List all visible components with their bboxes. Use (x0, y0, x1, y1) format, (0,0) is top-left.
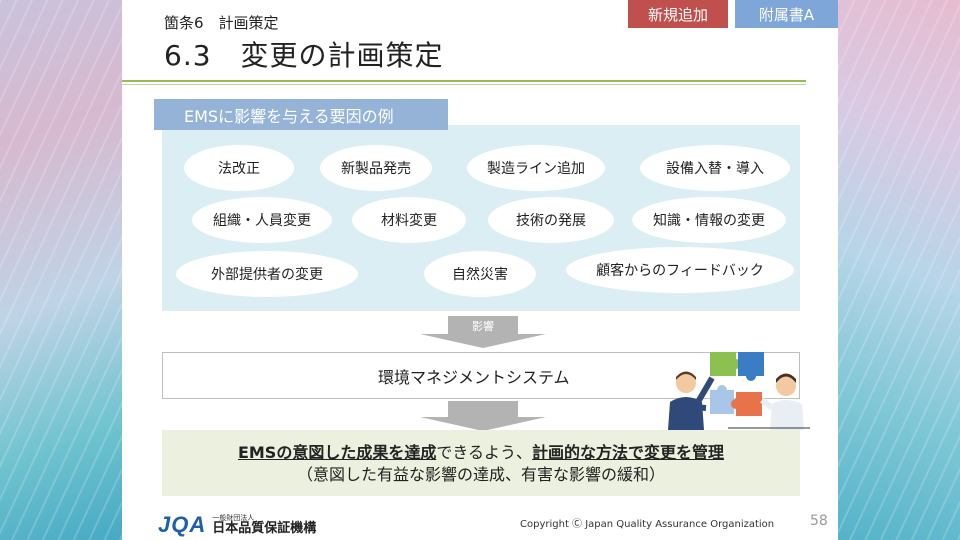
result-box: EMSの意図した成果を達成できるよう、計画的な方法で変更を管理 （意図した有益な… (162, 430, 800, 496)
factors-panel: 法改正 新製品発売 製造ライン追加 設備入替・導入 組織・人員変更 材料変更 技… (162, 125, 800, 311)
ems-label: 環境マネジメントシステム (378, 367, 570, 387)
page-title: 6.3 変更の計画策定 (164, 39, 444, 72)
copyright-text: Copyright Ⓒ Japan Quality Assurance Orga… (520, 519, 775, 530)
result-line-1: EMSの意図した成果を達成できるよう、計画的な方法で変更を管理 (162, 442, 800, 464)
result-arrow (420, 401, 546, 431)
factors-label: EMSに影響を与える要因の例 (154, 99, 448, 130)
factor-item: 新製品発売 (320, 145, 432, 191)
factor-item: 顧客からのフィードバック (566, 247, 794, 293)
logo-mark: JQA (158, 512, 207, 537)
factor-item: 製造ライン追加 (467, 145, 605, 191)
influence-arrow: 影響 (420, 316, 546, 350)
result-emphasis-2: 計画的な方法で変更を管理 (532, 443, 725, 462)
influence-arrow-label: 影響 (472, 320, 494, 333)
result-line-2: （意図した有益な影響の達成、有害な影響の緩和） (296, 465, 665, 484)
factor-item: 材料変更 (352, 197, 466, 243)
section-subtitle: 箇条6 計画策定 (164, 14, 279, 32)
factor-item: 技術の発展 (488, 197, 614, 243)
factor-item: 組織・人員変更 (192, 197, 332, 243)
tag-new-addition: 新規追加 (628, 0, 728, 28)
slide: 新規追加 附属書A 箇条6 計画策定 6.3 変更の計画策定 法改正 新製品発売… (122, 0, 838, 540)
tag-appendix: 附属書A (735, 0, 838, 28)
factor-item: 外部提供者の変更 (176, 251, 358, 297)
background-left-decoration (0, 0, 122, 540)
background-right-decoration (838, 0, 960, 540)
title-divider (122, 80, 806, 85)
org-name: 日本品質保証機構 (212, 521, 317, 536)
jqa-logo: JQA 一般財団法人 日本品質保証機構 (158, 512, 316, 538)
result-text-middle: できるよう、 (436, 443, 533, 462)
puzzle-people-illustration (668, 352, 810, 430)
org-type: 一般財団法人 (212, 514, 255, 522)
factor-item: 設備入替・導入 (640, 145, 790, 191)
factor-item: 知識・情報の変更 (632, 197, 786, 243)
factor-item: 法改正 (184, 145, 294, 191)
page-number: 58 (810, 513, 828, 529)
factor-item: 自然災害 (424, 251, 536, 297)
result-emphasis-1: EMSの意図した成果を達成 (237, 443, 437, 462)
